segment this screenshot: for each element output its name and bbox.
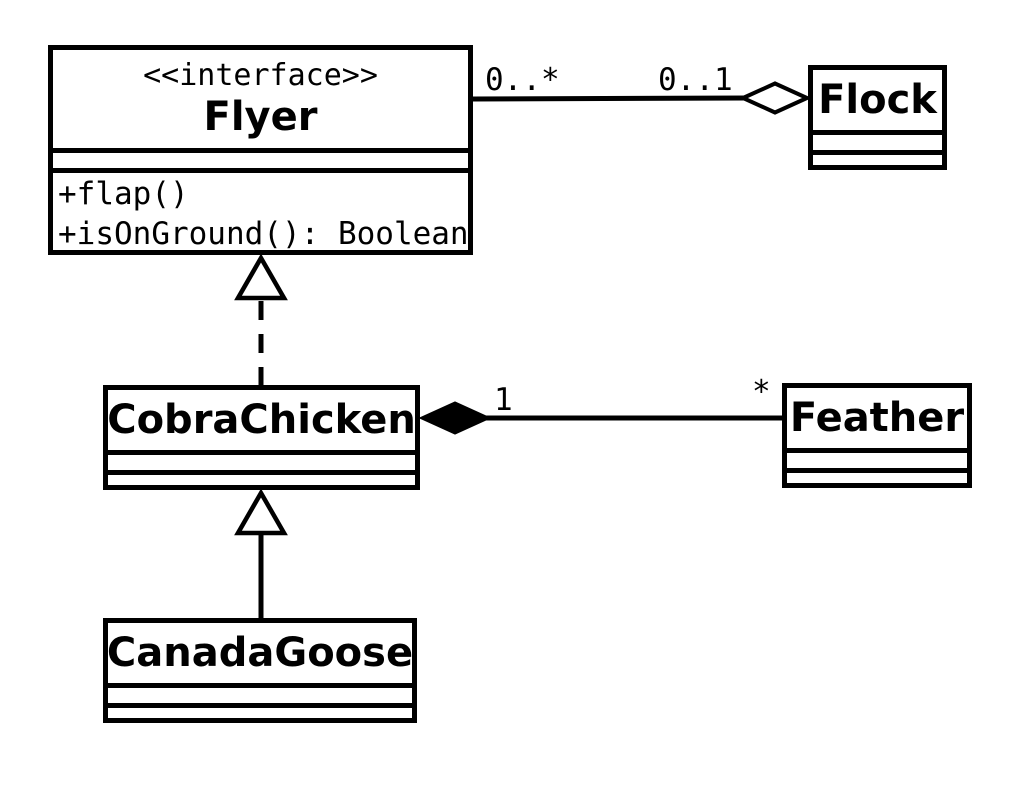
- flock-title-compartment: Flock: [813, 70, 942, 130]
- flyer-operation-isonground: +isOnGround(): Boolean: [58, 216, 468, 250]
- cobrachicken-attributes-compartment: [108, 450, 415, 470]
- realization-connector: [234, 253, 288, 385]
- composition-diamond-icon: [418, 401, 492, 435]
- class-box-canadagoose: CanadaGoose: [103, 618, 417, 723]
- realization-arrow-icon: [234, 253, 288, 301]
- inheritance-connector: [234, 488, 288, 618]
- feather-attributes-compartment: [787, 448, 967, 468]
- multiplicity-composition-cobrachicken-end: 1: [494, 382, 513, 418]
- flyer-title-compartment: <<interface>> Flyer: [53, 50, 468, 148]
- flyer-stereotype: <<interface>>: [143, 58, 378, 93]
- cobrachicken-class-name: CobraChicken: [107, 397, 416, 443]
- feather-class-name: Feather: [789, 395, 965, 441]
- flyer-class-name: Flyer: [203, 94, 318, 140]
- flock-operations-compartment: [813, 150, 942, 165]
- class-box-cobrachicken: CobraChicken: [103, 385, 420, 490]
- aggregation-diamond-icon: [738, 81, 812, 115]
- class-box-flyer: <<interface>> Flyer +flap() +isOnGround()…: [48, 45, 473, 255]
- flyer-attributes-compartment: [53, 148, 468, 168]
- composition-connector: [418, 401, 782, 435]
- multiplicity-aggregation-flock-end: 0..1: [658, 62, 733, 98]
- aggregation-connector: [472, 81, 812, 115]
- flyer-operation-flap: +flap(): [58, 176, 189, 212]
- canadagoose-title-compartment: CanadaGoose: [106, 623, 414, 683]
- class-box-flock: Flock: [808, 65, 947, 170]
- class-box-feather: Feather: [782, 383, 972, 488]
- inheritance-arrow-icon: [234, 488, 288, 536]
- cobrachicken-operations-compartment: [108, 470, 415, 485]
- feather-title-compartment: Feather: [787, 388, 967, 448]
- flyer-operations-compartment: +flap() +isOnGround(): Boolean: [53, 168, 468, 250]
- cobrachicken-title-compartment: CobraChicken: [107, 390, 416, 450]
- feather-operations-compartment: [787, 468, 967, 483]
- flock-class-name: Flock: [818, 77, 937, 123]
- canadagoose-attributes-compartment: [108, 683, 412, 703]
- canadagoose-operations-compartment: [108, 703, 412, 718]
- multiplicity-aggregation-flyer-end: 0..*: [485, 62, 560, 98]
- canadagoose-class-name: CanadaGoose: [106, 630, 414, 676]
- multiplicity-composition-feather-end: *: [752, 374, 771, 410]
- flock-attributes-compartment: [813, 130, 942, 150]
